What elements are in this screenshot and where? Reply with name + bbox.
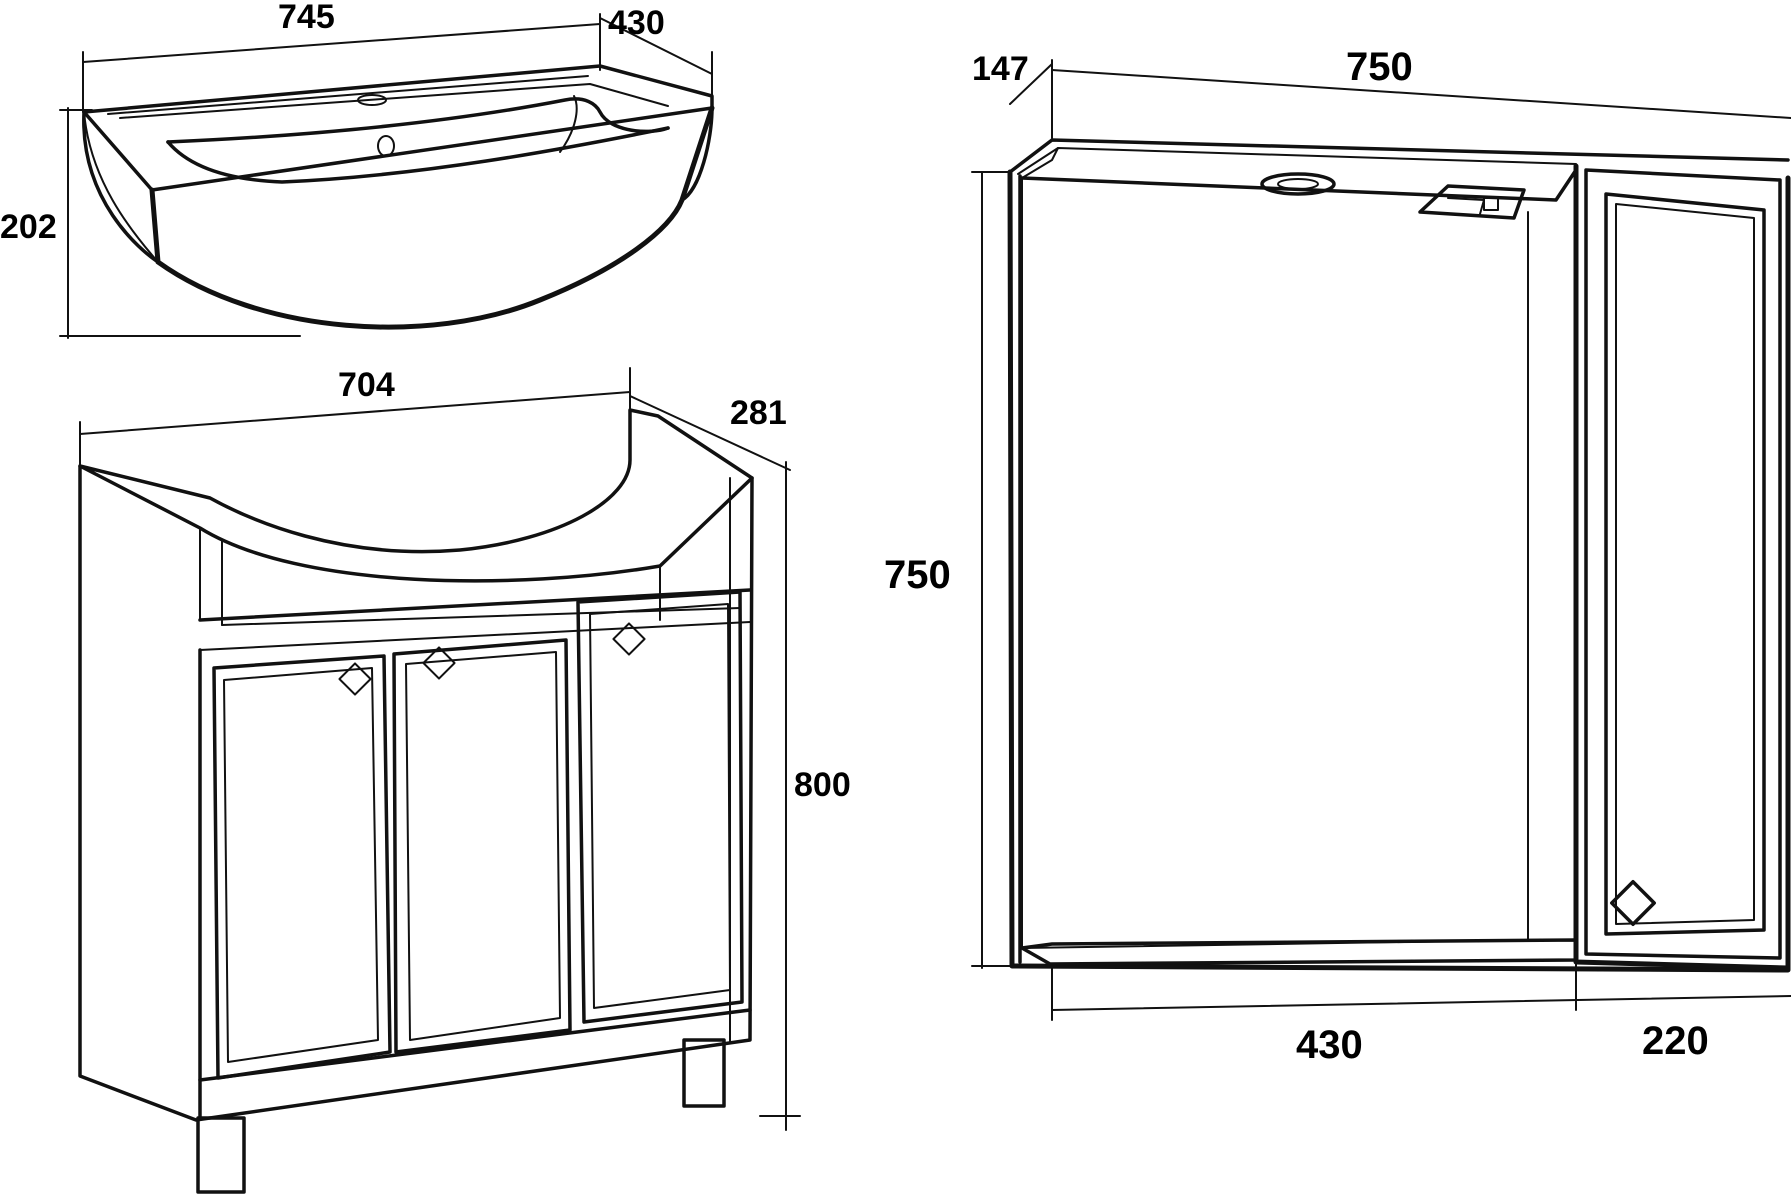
basin-height-dimension <box>59 107 301 339</box>
basin-bowl <box>166 97 670 144</box>
mirror-top-shelf <box>1020 168 1578 202</box>
mirror-height-dimension <box>971 171 1015 969</box>
vanity-depth-dimension <box>629 395 791 471</box>
basin-drawing <box>59 13 715 339</box>
basin-overflow-hole <box>377 135 395 157</box>
mirror-lamp-icon <box>1260 172 1336 196</box>
basin-width-label: 745 <box>278 0 335 36</box>
mirror-height-label: 750 <box>884 553 951 597</box>
side-cabinet-door <box>1604 192 1766 936</box>
side-cabinet-handle-icon <box>1610 880 1656 926</box>
vanity-drawing <box>78 367 801 1194</box>
door-handle-icon <box>338 662 372 696</box>
side-cabinet <box>1573 163 1791 971</box>
mirror-surface <box>1021 177 1529 949</box>
basin-tap-hole <box>357 94 387 106</box>
mirror-width-label: 750 <box>1346 45 1413 89</box>
basin-body <box>82 106 714 264</box>
vanity-door-1 <box>212 654 392 1080</box>
vanity-height-dimension <box>759 461 801 1131</box>
mirror-cabinet-drawing <box>971 59 1791 1021</box>
mirror-depth-label: 147 <box>972 50 1029 88</box>
vanity-door-2 <box>392 638 572 1054</box>
vanity-leg-left <box>196 1116 246 1194</box>
cabinet-section-width-label: 220 <box>1642 1019 1709 1063</box>
vanity-leg-right <box>682 1038 726 1108</box>
mirror-bottom-shelf <box>1020 938 1578 966</box>
door-handle-icon <box>422 646 456 680</box>
mirror-depth-dimension <box>1009 63 1053 105</box>
vanity-width-label: 704 <box>338 366 395 404</box>
basin-height-label: 202 <box>0 208 57 246</box>
basin-width-dimension <box>82 13 601 113</box>
mirror-width-dimension <box>1051 59 1791 139</box>
vanity-countertop <box>78 408 754 583</box>
door-handle-icon <box>612 622 646 656</box>
vanity-door-3 <box>576 590 744 1024</box>
vanity-width-dimension <box>79 367 631 471</box>
mirror-section-width-label: 430 <box>1296 1023 1363 1067</box>
mirror-socket-icon <box>1418 184 1526 220</box>
vanity-depth-label: 281 <box>730 394 787 432</box>
basin-rim <box>82 64 714 192</box>
mirror-frame <box>1007 169 1791 973</box>
vanity-height-label: 800 <box>794 766 851 804</box>
basin-depth-label: 430 <box>608 4 665 42</box>
